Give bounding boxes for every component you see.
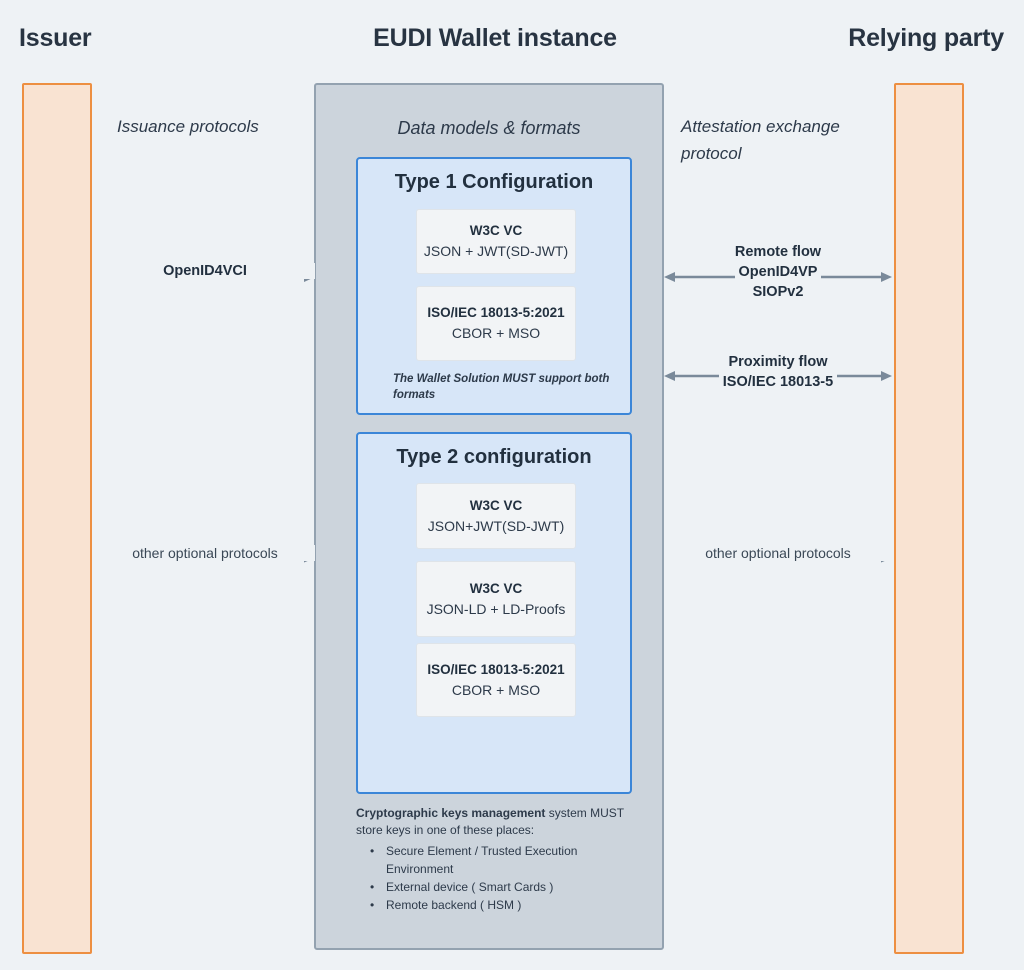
- caption-attestation-exchange-protocol: Attestation exchange protocol: [681, 117, 840, 163]
- crypto-storage-list: Secure Element / Trusted Execution Envir…: [356, 842, 646, 914]
- heading-issuer: Issuer: [19, 24, 92, 52]
- proximity-flow-line-2: ISO/IEC 18013-5: [664, 372, 892, 392]
- format-card-iso-18013-5: ISO/IEC 18013-5:2021 CBOR + MSO: [416, 286, 576, 361]
- crypto-lead-rest: system MUST store keys in one of these p…: [356, 806, 624, 837]
- type-1-title: Type 1 Configuration: [394, 171, 594, 193]
- heading-eudi-wallet-instance: EUDI Wallet instance: [373, 24, 617, 52]
- issuer-lifeline-bar: [22, 83, 92, 954]
- format-card-w3c-vc-jwt: W3C VC JSON+JWT(SD-JWT): [416, 483, 576, 549]
- format-card-subtitle: CBOR + MSO: [451, 681, 541, 698]
- proximity-flow-line-1: Proximity flow: [728, 354, 828, 370]
- arrow-label-other-optional-protocols-left: other optional protocols: [95, 545, 315, 561]
- format-card-title: W3C VC: [469, 497, 523, 513]
- eudi-wallet-container: Data models & formats Type 1 Configurati…: [314, 83, 664, 950]
- format-card-subtitle: JSON+JWT(SD-JWT): [427, 517, 565, 534]
- format-card-w3c-vc-jwt: W3C VC JSON + JWT(SD-JWT): [416, 209, 576, 274]
- format-card-subtitle: CBOR + MSO: [451, 325, 541, 341]
- crypto-lead-text: Cryptographic keys management system MUS…: [356, 805, 646, 839]
- format-card-title: W3C VC: [469, 223, 523, 238]
- format-card-title: ISO/IEC 18013-5:2021: [427, 305, 565, 320]
- arrow-label-other-optional-protocols-right: other optional protocols: [664, 545, 892, 561]
- relying-party-lifeline-bar: [894, 83, 964, 954]
- format-card-title: ISO/IEC 18013-5:2021: [427, 661, 565, 677]
- remote-flow-line-1: Remote flow: [734, 244, 822, 260]
- crypto-lead-bold: Cryptographic keys management: [356, 806, 546, 820]
- type-1-configuration-box: Type 1 Configuration W3C VC JSON + JWT(S…: [356, 157, 632, 415]
- list-item: Remote backend ( HSM ): [370, 896, 646, 914]
- remote-flow-line-3: SIOPv2: [752, 284, 804, 300]
- format-card-subtitle: JSON-LD + LD-Proofs: [426, 600, 566, 617]
- format-card-w3c-vc-jsonld: W3C VC JSON-LD + LD-Proofs: [416, 561, 576, 637]
- format-card-iso-18013-5: ISO/IEC 18013-5:2021 CBOR + MSO: [416, 643, 576, 717]
- remote-flow-line-2: OpenID4VP: [664, 262, 892, 282]
- arrow-label-openid4vci: OpenID4VCI: [95, 263, 315, 279]
- caption-data-models-and-formats: Data models & formats: [397, 118, 581, 138]
- format-card-subtitle: JSON + JWT(SD-JWT): [423, 243, 569, 259]
- arrow-label-proximity-flow: Proximity flow ISO/IEC 18013-5: [664, 352, 892, 392]
- type-2-configuration-box: Type 2 configuration W3C VC JSON+JWT(SD-…: [356, 432, 632, 794]
- format-card-title: W3C VC: [469, 580, 523, 596]
- cryptographic-keys-management-block: Cryptographic keys management system MUS…: [356, 805, 646, 914]
- arrow-label-remote-flow: Remote flow OpenID4VP SIOPv2: [664, 242, 892, 302]
- caption-issuance-protocols: Issuance protocols: [117, 117, 259, 136]
- list-item: External device ( Smart Cards ): [370, 878, 646, 896]
- heading-relying-party: Relying party: [848, 24, 1004, 52]
- type-1-note: The Wallet Solution MUST support both fo…: [393, 373, 610, 401]
- list-item: Secure Element / Trusted Execution Envir…: [370, 842, 646, 878]
- type-2-title: Type 2 configuration: [396, 446, 592, 468]
